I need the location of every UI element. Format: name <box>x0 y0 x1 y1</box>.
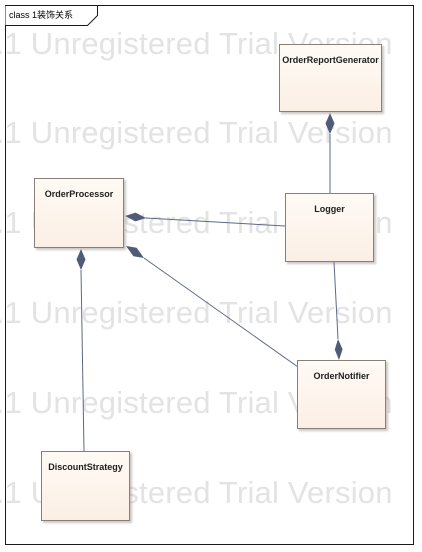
class-name: OrderProcessor <box>44 189 114 199</box>
class-name: DiscountStrategy <box>48 462 123 472</box>
composition-diamond-processor-logger <box>125 212 146 222</box>
class-logger[interactable]: Logger <box>285 193 374 262</box>
composition-diamond-processor-notifier <box>126 246 144 258</box>
composition-diamond-reportgenerator <box>325 113 335 134</box>
class-order-processor[interactable]: OrderProcessor <box>34 178 124 248</box>
class-name: OrderReportGenerator <box>282 55 379 65</box>
class-order-notifier[interactable]: OrderNotifier <box>297 360 386 429</box>
composition-diamond-processor-discount <box>76 249 86 270</box>
class-discount-strategy[interactable]: DiscountStrategy <box>41 451 130 521</box>
composition-line-processor-notifier[interactable] <box>143 257 299 368</box>
frame-label: class 1装饰关系 <box>9 9 73 20</box>
class-name: Logger <box>314 204 345 214</box>
composition-line-processor-discount[interactable] <box>80 269 85 452</box>
class-name: OrderNotifier <box>313 371 370 381</box>
frame-tab <box>5 5 98 26</box>
composition-line-processor-logger[interactable] <box>145 217 286 227</box>
composition-diamond-notifier <box>334 339 343 360</box>
class-order-report-generator[interactable]: OrderReportGenerator <box>279 44 382 112</box>
composition-line-notifier-logger[interactable] <box>333 261 339 340</box>
diagram-frame <box>5 5 414 545</box>
